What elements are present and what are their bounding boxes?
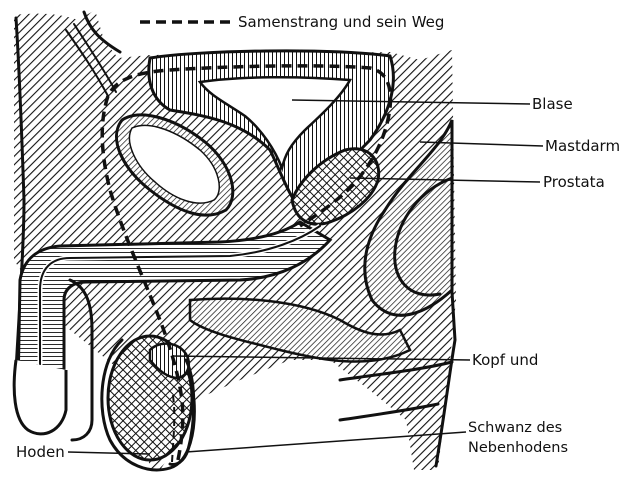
label-schwanz-line1: Schwanz des [468,420,562,436]
label-mastdarm: Mastdarm [545,137,620,155]
label-hoden: Hoden [16,443,65,461]
glans [14,360,66,434]
legend-text: Samenstrang und sein Weg [238,13,444,31]
label-prostata: Prostata [543,173,605,191]
label-kopf: Kopf und [472,351,538,369]
label-schwanz-line2: Nebenhodens [468,440,568,456]
label-blase: Blase [532,95,573,113]
